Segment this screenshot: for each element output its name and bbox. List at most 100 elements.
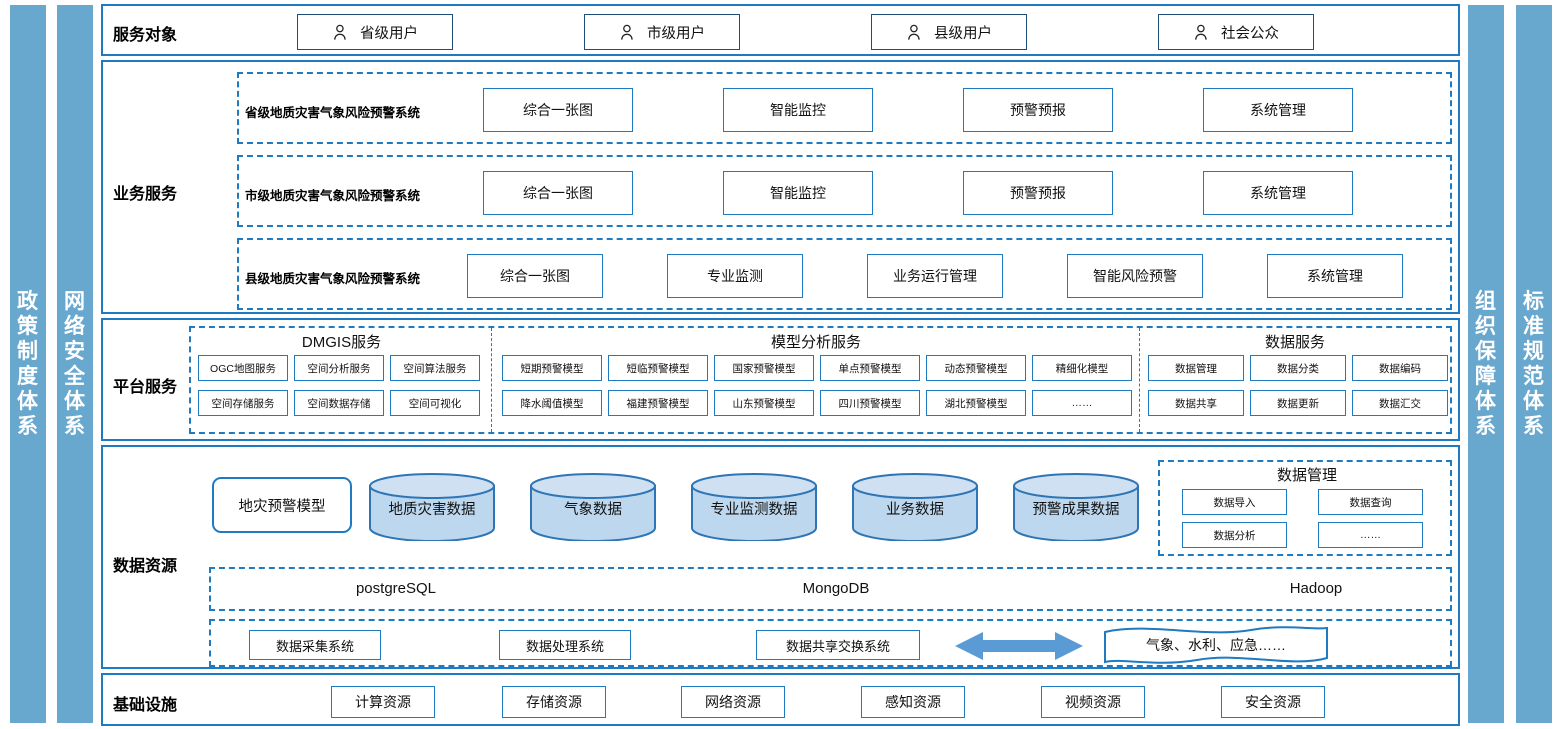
business-system-city-name: 市级地质灾害气象风险预警系统	[245, 189, 421, 203]
data-management-item-1[interactable]: 数据查询	[1318, 489, 1423, 515]
database-hadoop[interactable]: Hadoop	[1289, 580, 1343, 597]
cylinder-geohazard-data[interactable]: 地质灾害数据	[368, 473, 496, 541]
user-chip-city[interactable]: 市级用户	[584, 14, 740, 50]
item-label: 数据编码	[1379, 362, 1421, 375]
infrastructure-item-3[interactable]: 感知资源	[861, 686, 965, 718]
business-system-county-name: 县级地质灾害气象风险预警系统	[245, 272, 421, 286]
pipeline-collection-system[interactable]: 数据采集系统	[249, 630, 381, 660]
infrastructure-item-5[interactable]: 安全资源	[1221, 686, 1325, 718]
module-province-0[interactable]: 综合一张图	[483, 88, 633, 132]
module-province-1[interactable]: 智能监控	[723, 88, 873, 132]
item-label: 数据导入	[1213, 496, 1256, 509]
platform-item-data-0[interactable]: 数据管理	[1148, 355, 1244, 381]
module-label: 预警预报	[1010, 185, 1066, 201]
infrastructure-item-2[interactable]: 网络资源	[681, 686, 785, 718]
user-chip-county-label: 县级用户	[934, 25, 992, 42]
item-label: 数据共享	[1175, 397, 1217, 410]
platform-item-dmgis-1[interactable]: 空间分析服务	[294, 355, 384, 381]
platform-item-model-1[interactable]: 短临预警模型	[608, 355, 708, 381]
layer-platform-service: 平台服务 DMGIS服务 OGC地图服务 空间分析服务 空间算法服务 空间存储服…	[101, 318, 1460, 441]
platform-item-model-0[interactable]: 短期预警模型	[502, 355, 602, 381]
platform-item-dmgis-2[interactable]: 空间算法服务	[390, 355, 480, 381]
module-county-3[interactable]: 智能风险预警	[1067, 254, 1203, 298]
item-label: 感知资源	[885, 694, 941, 710]
module-label: 系统管理	[1250, 102, 1306, 118]
module-city-2[interactable]: 预警预报	[963, 171, 1113, 215]
item-label: 数据查询	[1349, 496, 1392, 509]
database-postgresql[interactable]: postgreSQL	[355, 580, 437, 597]
business-system-city: 市级地质灾害气象风险预警系统 综合一张图 智能监控 预警预报 系统管理	[237, 155, 1452, 227]
module-province-2[interactable]: 预警预报	[963, 88, 1113, 132]
user-chip-city-label: 市级用户	[647, 25, 705, 42]
module-province-3[interactable]: 系统管理	[1203, 88, 1353, 132]
module-county-4[interactable]: 系统管理	[1267, 254, 1403, 298]
platform-item-model-7[interactable]: 福建预警模型	[608, 390, 708, 416]
item-label: 空间数据存储	[307, 397, 371, 410]
layer-business-service-label: 业务服务	[113, 186, 178, 203]
platform-item-data-2[interactable]: 数据编码	[1352, 355, 1448, 381]
module-county-0[interactable]: 综合一张图	[467, 254, 603, 298]
platform-group-dmgis-title: DMGIS服务	[301, 334, 382, 351]
platform-item-dmgis-3[interactable]: 空间存储服务	[198, 390, 288, 416]
user-chip-province[interactable]: 省级用户	[297, 14, 453, 50]
cylinder-warning-result-data[interactable]: 预警成果数据	[1012, 473, 1140, 541]
module-label: 预警预报	[1010, 102, 1066, 118]
pipeline-processing-system[interactable]: 数据处理系统	[499, 630, 631, 660]
platform-item-model-5[interactable]: 精细化模型	[1032, 355, 1132, 381]
platform-item-model-9[interactable]: 四川预警模型	[820, 390, 920, 416]
business-system-province: 省级地质灾害气象风险预警系统 综合一张图 智能监控 预警预报 系统管理	[237, 72, 1452, 144]
module-county-2[interactable]: 业务运行管理	[867, 254, 1003, 298]
user-chip-public[interactable]: 社会公众	[1158, 14, 1314, 50]
data-management-item-0[interactable]: 数据导入	[1182, 489, 1287, 515]
platform-item-dmgis-4[interactable]: 空间数据存储	[294, 390, 384, 416]
infrastructure-item-1[interactable]: 存储资源	[502, 686, 606, 718]
external-departments-wave[interactable]	[1101, 624, 1331, 668]
item-label: 四川预警模型	[838, 397, 902, 410]
item-label: 存储资源	[526, 694, 582, 710]
module-city-0[interactable]: 综合一张图	[483, 171, 633, 215]
platform-item-model-8[interactable]: 山东预警模型	[714, 390, 814, 416]
module-county-1[interactable]: 专业监测	[667, 254, 803, 298]
platform-item-dmgis-5[interactable]: 空间可视化	[390, 390, 480, 416]
infrastructure-item-4[interactable]: 视频资源	[1041, 686, 1145, 718]
user-chip-county[interactable]: 县级用户	[871, 14, 1027, 50]
module-label: 系统管理	[1250, 185, 1306, 201]
platform-item-data-1[interactable]: 数据分类	[1250, 355, 1346, 381]
item-label: 精细化模型	[1055, 362, 1109, 375]
platform-item-model-11[interactable]: ……	[1032, 390, 1132, 416]
platform-item-data-3[interactable]: 数据共享	[1148, 390, 1244, 416]
module-label: 智能监控	[770, 185, 826, 201]
item-label: 数据采集系统	[275, 638, 354, 654]
item-label: 数据管理	[1175, 362, 1217, 375]
data-management-item-3[interactable]: ……	[1318, 522, 1423, 548]
platform-item-model-2[interactable]: 国家预警模型	[714, 355, 814, 381]
platform-group-model-title: 模型分析服务	[770, 334, 861, 351]
cylinder-business-data[interactable]: 业务数据	[851, 473, 979, 541]
cylinder-icon	[852, 473, 978, 541]
sidebar-organization-guarantee-system: 组织保障体系	[1468, 5, 1504, 723]
layer-service-objects-label: 服务对象	[113, 27, 178, 44]
pipeline-sharing-exchange-system[interactable]: 数据共享交换系统	[756, 630, 920, 660]
platform-item-model-6[interactable]: 降水阈值模型	[502, 390, 602, 416]
data-management-item-2[interactable]: 数据分析	[1182, 522, 1287, 548]
infrastructure-item-0[interactable]: 计算资源	[331, 686, 435, 718]
platform-item-model-10[interactable]: 湖北预警模型	[926, 390, 1026, 416]
module-city-3[interactable]: 系统管理	[1203, 171, 1353, 215]
sidebar-policy-system: 政策制度体系	[10, 5, 46, 723]
platform-item-dmgis-0[interactable]: OGC地图服务	[198, 355, 288, 381]
database-mongodb[interactable]: MongoDB	[802, 580, 870, 597]
cylinder-professional-monitoring-data[interactable]: 专业监测数据	[690, 473, 818, 541]
module-label: 专业监测	[707, 268, 763, 284]
platform-item-model-3[interactable]: 单点预警模型	[820, 355, 920, 381]
module-city-1[interactable]: 智能监控	[723, 171, 873, 215]
platform-item-data-5[interactable]: 数据汇交	[1352, 390, 1448, 416]
platform-item-model-4[interactable]: 动态预警模型	[926, 355, 1026, 381]
external-departments-label: 气象、水利、应急……	[1146, 637, 1286, 653]
person-icon	[1195, 24, 1207, 40]
person-icon	[334, 24, 346, 40]
data-model-box[interactable]: 地灾预警模型	[212, 477, 352, 533]
item-label: 空间可视化	[408, 397, 462, 410]
platform-item-data-4[interactable]: 数据更新	[1250, 390, 1346, 416]
cylinder-meteorological-data[interactable]: 气象数据	[529, 473, 657, 541]
